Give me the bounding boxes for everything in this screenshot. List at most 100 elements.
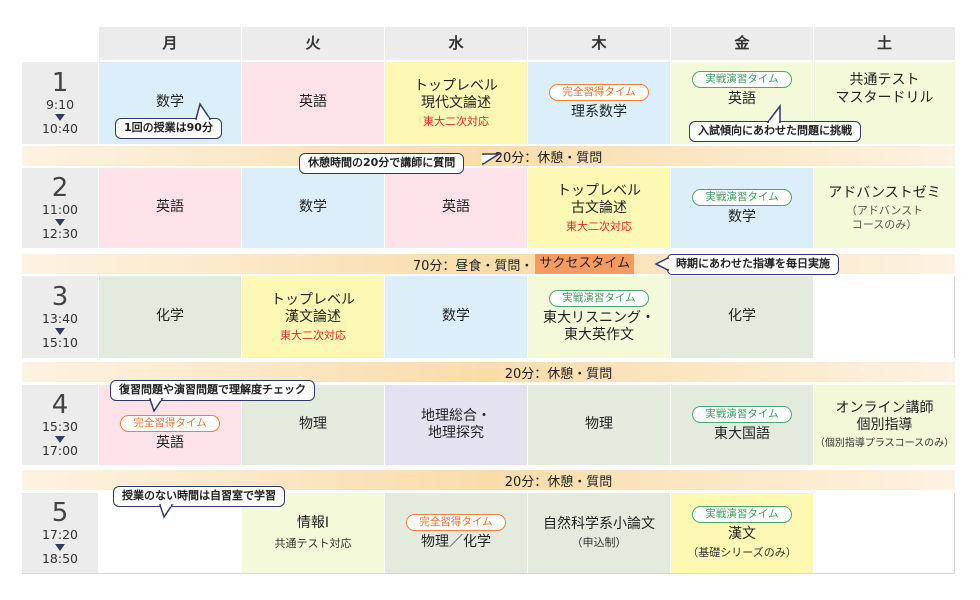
callout-text: 入試傾向にあわせた問題に挑戦 (698, 124, 852, 137)
grid-right-border (954, 276, 955, 358)
header-sat: 土 (814, 27, 955, 60)
p4-sat: オンライン講師 個別指導 （個別指導プラスコースのみ） (814, 385, 955, 465)
down-arrow-icon (55, 543, 65, 551)
subject-note: 東大二次対応 (280, 328, 346, 342)
callout-text: 時期にあわせた指導を毎日実施 (676, 257, 830, 270)
break-text: 20分：休憩・質問 (504, 366, 613, 382)
p1-wed: トップレベル 現代文論述 東大二次対応 (385, 62, 527, 144)
header-fri: 金 (671, 27, 813, 60)
subject-note: 東大二次対応 (423, 114, 489, 128)
subject: 漢文 (728, 525, 756, 542)
subject-note: （基礎シリーズのみ） (687, 546, 797, 560)
subject: 情報Ⅰ (296, 514, 330, 531)
header-corner (22, 27, 98, 60)
p3-tue: トップレベル 漢文論述 東大二次対応 (242, 276, 384, 358)
p2-tue: 数学 (242, 168, 384, 248)
subject-line1: 共通テスト (849, 72, 920, 88)
jissen-badge: 実戦演習タイム (549, 289, 649, 307)
callout-daily-guidance: 時期にあわせた指導を毎日実施 (667, 254, 839, 275)
p3-sat (814, 276, 955, 358)
grid-right-border (954, 493, 955, 574)
period-3: 3 13:40 15:10 (22, 276, 98, 358)
subject: 物理 (585, 416, 613, 433)
subject-note: 東大二次対応 (566, 219, 632, 233)
subject: 英語 (728, 91, 756, 107)
jissen-badge: 実戦演習タイム (692, 189, 792, 207)
period-number: 2 (51, 173, 69, 204)
p5-thu: 自然科学系小論文 （申込制） (528, 493, 670, 573)
jissen-badge: 実戦演習タイム (692, 406, 792, 424)
callout-tail-icon (766, 103, 781, 124)
jissen-badge: 実戦演習タイム (692, 71, 792, 88)
callout-text: 1回の授業は90分 (124, 121, 213, 134)
p1-tue: 英語 (242, 62, 384, 144)
down-arrow-icon (55, 327, 65, 335)
subject-line2: マスタードリル (835, 89, 934, 106)
period-1: 1 9:10 10:40 (22, 62, 98, 144)
period-start: 13:40 (41, 311, 79, 327)
subject-line1: オンライン講師 (835, 399, 934, 416)
p2-fri: 実戦演習タイム 数学 (671, 168, 813, 248)
period-number: 4 (51, 390, 69, 421)
break-text: 20分：休憩・質問 (504, 474, 613, 490)
callout-tail-icon (158, 503, 174, 519)
period-start: 11:00 (41, 202, 79, 218)
subject-line1: トップレベル (271, 291, 355, 308)
subject-line2: 漢文論述 (285, 309, 341, 326)
header-mon: 月 (99, 27, 241, 60)
subject: 英語 (156, 435, 184, 452)
p2-mon: 英語 (99, 168, 241, 248)
callout-tail-icon (481, 153, 502, 166)
p3-thu: 実戦演習タイム 東大リスニング・ 東大英作文 (528, 276, 670, 358)
period-4: 4 15:30 17:00 (22, 385, 98, 465)
period-end: 12:30 (41, 225, 79, 241)
subject-line2: 古文論述 (571, 200, 627, 217)
success-time-highlight: サクセスタイム (535, 254, 635, 274)
subject-note-line2: コースのみ） (851, 217, 918, 231)
subject: 数学 (728, 209, 756, 226)
down-arrow-icon (55, 113, 65, 121)
period-start: 17:20 (41, 527, 79, 543)
kanzen-badge: 完全習得タイム (120, 415, 220, 433)
period-number: 1 (51, 68, 69, 99)
period-start: 9:10 (45, 97, 75, 113)
p2-thu: トップレベル 古文論述 東大二次対応 (528, 168, 670, 248)
callout-review-check: 復習問題や演習問題で理解度チェック (110, 380, 315, 401)
subject: 英語 (442, 199, 470, 216)
callout-break-question: 休憩時間の20分で講師に質問 (299, 153, 465, 174)
period-end: 10:40 (41, 120, 79, 136)
subject: 化学 (156, 308, 184, 325)
subject: 数学 (156, 94, 184, 111)
period-number: 5 (51, 498, 69, 529)
p3-wed: 数学 (385, 276, 527, 358)
break-4: 20分：休憩・質問 (22, 470, 955, 490)
subject-line2: 地理探究 (428, 425, 484, 441)
p2-wed: 英語 (385, 168, 527, 248)
p4-thu: 物理 (528, 385, 670, 465)
subject-line2: 現代文論述 (421, 95, 491, 112)
down-arrow-icon (55, 218, 65, 226)
subject-line1: 地理総合・ (421, 407, 491, 424)
break-text: 20分：休憩・質問 (494, 150, 603, 166)
p4-wed: 地理総合・ 地理探究 (385, 385, 527, 465)
callout-self-study: 授業のない時間は自習室で学習 (113, 486, 285, 507)
period-end: 17:00 (41, 442, 79, 458)
callout-text: 授業のない時間は自習室で学習 (122, 489, 276, 502)
kanzen-badge: 完全習得タイム (549, 84, 649, 102)
kanzen-badge: 完全習得タイム (406, 514, 506, 532)
callout-exam-trend: 入試傾向にあわせた問題に挑戦 (689, 121, 861, 142)
p5-wed: 完全習得タイム 物理／化学 (385, 493, 527, 573)
subject: 自然科学系小論文 (543, 515, 655, 532)
subject: 化学 (728, 308, 756, 325)
subject: 英語 (299, 94, 327, 111)
p4-fri: 実戦演習タイム 東大国語 (671, 385, 813, 465)
period-2: 2 11:00 12:30 (22, 168, 98, 248)
subject: 東大国語 (714, 426, 770, 443)
break-3: 20分：休憩・質問 (22, 362, 955, 382)
p5-fri: 実戦演習タイム 漢文 （基礎シリーズのみ） (671, 493, 813, 573)
callout-text: 復習問題や演習問題で理解度チェック (119, 383, 306, 396)
callout-tail-icon (148, 397, 164, 413)
callout-tail-icon (195, 102, 212, 121)
subject-line1: トップレベル (557, 182, 641, 199)
subject-note: 共通テスト対応 (274, 537, 352, 551)
